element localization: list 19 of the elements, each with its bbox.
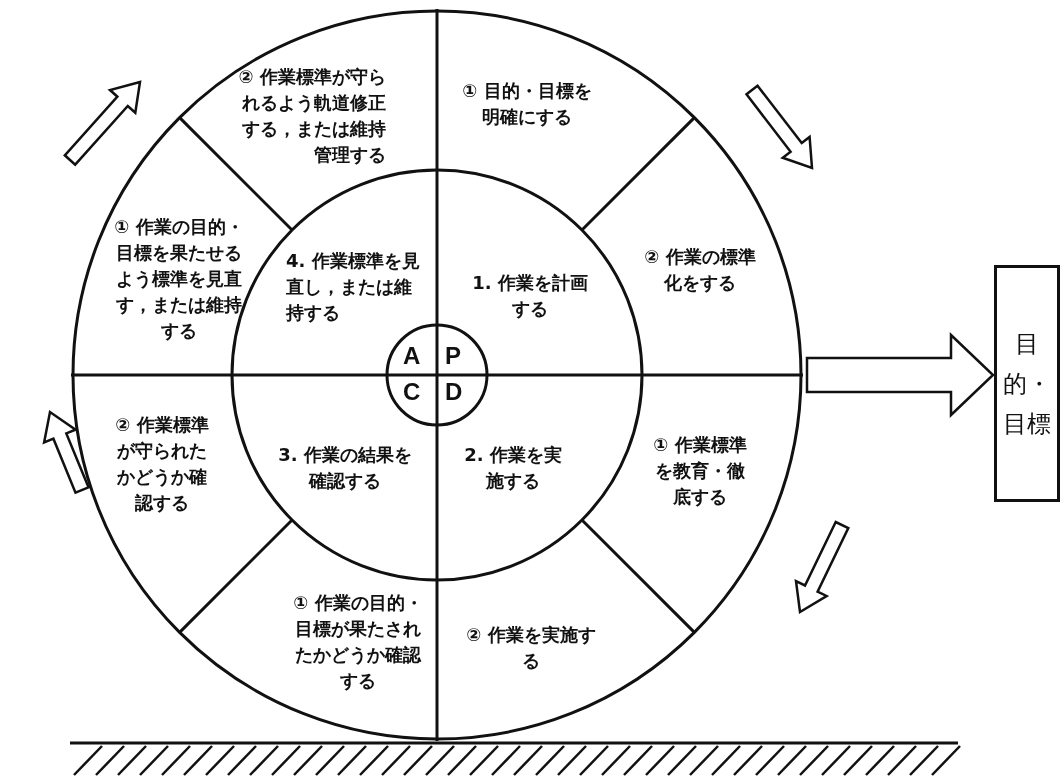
sector-label: 3. 作業の結果を確認する <box>270 442 420 494</box>
sector-label: 2. 作業を実施する <box>458 442 568 494</box>
sector-label: ① 作業の目的・目標を果たせるよう標準を見直す，または維持する <box>114 214 244 344</box>
sector-label: ② 作業を実施する <box>466 622 596 674</box>
pdca-circle <box>385 323 489 427</box>
sector-label: ② 作業の標準化をする <box>642 244 758 296</box>
quadrant-letter: C <box>403 379 421 405</box>
sector-label: ② 作業標準が守られるよう軌道修正する，または維持管理する <box>236 64 386 168</box>
sector-label: ② 作業標準が守られたかどうか確認する <box>114 412 210 516</box>
goal-box: 目的・目標 <box>994 265 1060 502</box>
sector-label: 4. 作業標準を見直し，または維持する <box>286 248 426 326</box>
block-arrow <box>805 332 995 418</box>
quadrant-letter: P <box>445 343 461 369</box>
sector-label: ① 目的・目標を明確にする <box>462 78 592 130</box>
quadrant-letter: D <box>445 379 463 405</box>
sector-label: ① 作業標準を教育・徹底する <box>650 432 750 510</box>
quadrant-letter: A <box>403 343 421 369</box>
sector-label: 1. 作業を計画する <box>470 270 590 322</box>
sector-label: ① 作業の目的・目標が果たされたかどうか確認する <box>292 590 424 694</box>
